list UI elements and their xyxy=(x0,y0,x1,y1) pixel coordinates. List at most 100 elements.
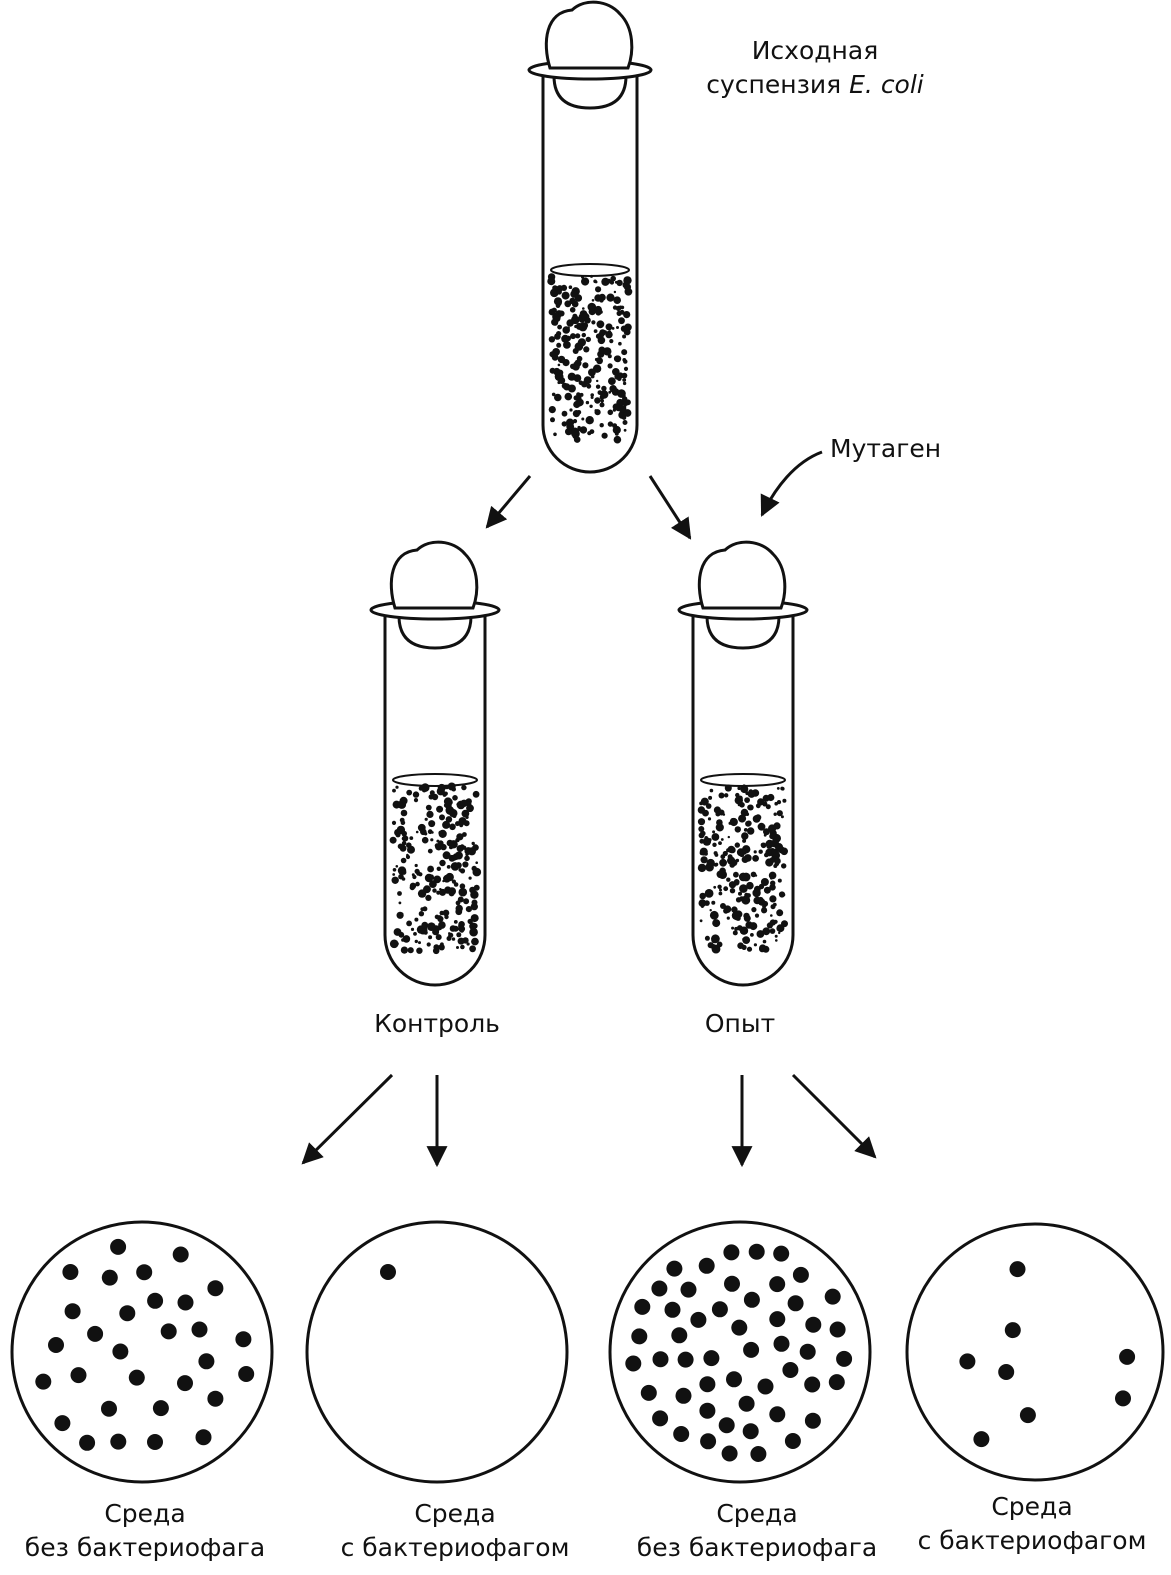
suspension-speck xyxy=(552,354,559,361)
suspension-speck xyxy=(408,947,414,953)
suspension-speck xyxy=(456,932,461,937)
suspension-speck xyxy=(773,822,780,829)
suspension-speck xyxy=(472,842,475,845)
suspension-speck xyxy=(464,856,470,862)
suspension-speck xyxy=(714,851,718,855)
suspension-speck xyxy=(717,871,725,879)
suspension-speck xyxy=(616,326,619,329)
suspension-speck xyxy=(428,820,435,827)
suspension-speck xyxy=(775,935,778,938)
plate-3-label-line2: без бактериофага xyxy=(612,1531,902,1565)
suspension-speck xyxy=(763,940,767,944)
suspension-speck xyxy=(453,926,459,932)
suspension-speck xyxy=(623,276,631,284)
suspension-speck xyxy=(393,868,397,872)
suspension-speck xyxy=(423,887,428,892)
suspension-speck xyxy=(428,849,433,854)
colony xyxy=(62,1264,78,1280)
suspension-speck xyxy=(415,940,418,943)
suspension-speck xyxy=(563,327,568,332)
suspension-speck xyxy=(458,897,464,903)
suspension-speck xyxy=(461,785,466,790)
colony xyxy=(1005,1322,1021,1338)
suspension-speck xyxy=(437,867,441,871)
plate-2-label-line1: Среда xyxy=(310,1497,600,1531)
suspension-speck xyxy=(705,889,714,898)
colony xyxy=(112,1344,128,1360)
colony xyxy=(719,1417,735,1433)
tube-cup xyxy=(707,616,779,648)
colony xyxy=(666,1261,682,1277)
suspension-speck xyxy=(422,837,429,844)
suspension-speck xyxy=(401,810,408,817)
suspension-speck xyxy=(435,915,440,920)
suspension-speck xyxy=(449,824,456,831)
suspension-speck xyxy=(738,796,743,801)
suspension-speck xyxy=(730,888,735,893)
suspension-speck xyxy=(451,787,456,792)
suspension-speck xyxy=(770,919,776,925)
suspension-speck xyxy=(770,914,773,917)
colony xyxy=(196,1429,212,1445)
suspension-speck xyxy=(713,944,716,947)
suspension-speck xyxy=(396,865,399,868)
suspension-speck xyxy=(402,877,406,881)
suspension-speck xyxy=(764,797,767,800)
suspension-speck xyxy=(764,853,769,858)
suspension-speck xyxy=(614,291,616,293)
suspension-speck xyxy=(770,881,775,886)
suspension-speck xyxy=(712,919,720,927)
suspension-speck xyxy=(447,865,451,869)
suspension-speck xyxy=(392,789,396,793)
colony xyxy=(699,1258,715,1274)
colony xyxy=(48,1337,64,1353)
suspension-speck xyxy=(593,280,597,284)
plate-1-label-line2: без бактериофага xyxy=(0,1531,290,1565)
suspension-speck xyxy=(610,276,616,282)
colony xyxy=(625,1356,641,1372)
suspension-speck xyxy=(456,905,463,912)
colony xyxy=(207,1391,223,1407)
suspension-speck xyxy=(401,947,408,954)
suspension-speck xyxy=(624,429,627,432)
suspension-speck xyxy=(731,906,737,912)
suspension-speck xyxy=(602,433,608,439)
suspension-speck xyxy=(742,856,749,863)
suspension-speck xyxy=(750,933,754,937)
suspension-speck xyxy=(469,887,476,894)
suspension-speck xyxy=(395,786,398,789)
suspension-speck xyxy=(589,405,592,408)
suspension-speck xyxy=(460,800,467,807)
arrow-to-experiment xyxy=(650,476,690,538)
suspension-speck xyxy=(401,870,406,875)
suspension-speck xyxy=(392,873,395,876)
suspension-speck xyxy=(739,852,744,857)
colony xyxy=(681,1282,697,1298)
colony xyxy=(959,1353,975,1369)
suspension-speck xyxy=(558,364,561,367)
suspension-speck xyxy=(769,895,776,902)
suspension-speck xyxy=(698,818,705,825)
suspension-speck xyxy=(444,803,448,807)
suspension-speck xyxy=(556,343,561,348)
colony xyxy=(782,1362,798,1378)
suspension-speck xyxy=(595,286,601,292)
suspension-speck xyxy=(698,806,705,813)
arrow-control-to-plate-1 xyxy=(303,1075,392,1163)
colony xyxy=(676,1388,692,1404)
suspension-speck xyxy=(613,305,617,309)
suspension-speck xyxy=(588,369,596,377)
suspension-speck xyxy=(420,907,424,911)
suspension-speck xyxy=(591,396,594,399)
mutagen-label: Мутаген xyxy=(830,432,970,466)
suspension-speck xyxy=(604,392,606,394)
suspension-speck xyxy=(719,892,723,896)
experiment-tube xyxy=(679,542,807,985)
suspension-speck xyxy=(712,833,720,841)
suspension-speck xyxy=(622,358,626,362)
colony xyxy=(102,1270,118,1286)
suspension-speck xyxy=(415,869,420,874)
suspension-speck xyxy=(712,830,715,833)
suspension-speck xyxy=(427,866,434,873)
